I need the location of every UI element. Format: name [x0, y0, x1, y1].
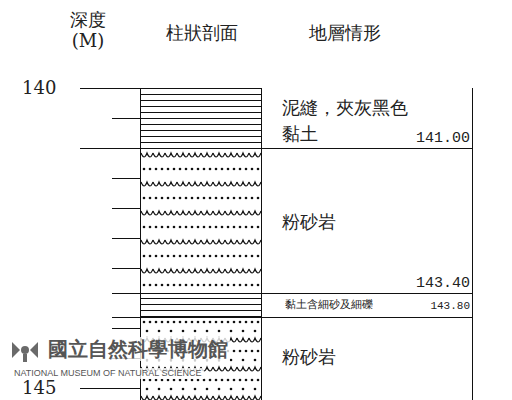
- watermark: 國立自然科學博物館: [46, 337, 230, 361]
- depth-value: 143.40: [416, 275, 470, 293]
- watermark: NATIONAL MUSEUM OF NATURAL SCIENCE: [12, 368, 204, 379]
- stratum-description: 泥縫，夾灰黑色黏土: [282, 95, 415, 147]
- stratum-band: 粉砂岩: [273, 318, 472, 400]
- museum-logo: [9, 338, 43, 368]
- stratum-band: 粉砂岩 143.40: [273, 149, 472, 293]
- stratum-band: 泥縫，夾灰黑色黏土141.00: [273, 89, 472, 148]
- stratum-band: 黏土含細砂及細礫 143.80: [273, 294, 472, 317]
- column-header: 深度 (M): [62, 10, 114, 51]
- column-header: 地層情形: [290, 22, 400, 44]
- depth-value: 141.00: [416, 130, 470, 148]
- stratum-description: 黏土含細砂及細礫: [285, 298, 373, 311]
- stratum-description: 粉砂岩: [282, 211, 336, 233]
- depth-label: 140: [22, 77, 68, 99]
- stratum-description: 粉砂岩: [282, 346, 336, 368]
- column-header: 柱狀剖面: [150, 22, 254, 44]
- depth-label: 145: [22, 377, 68, 399]
- depth-value: 143.80: [430, 300, 470, 313]
